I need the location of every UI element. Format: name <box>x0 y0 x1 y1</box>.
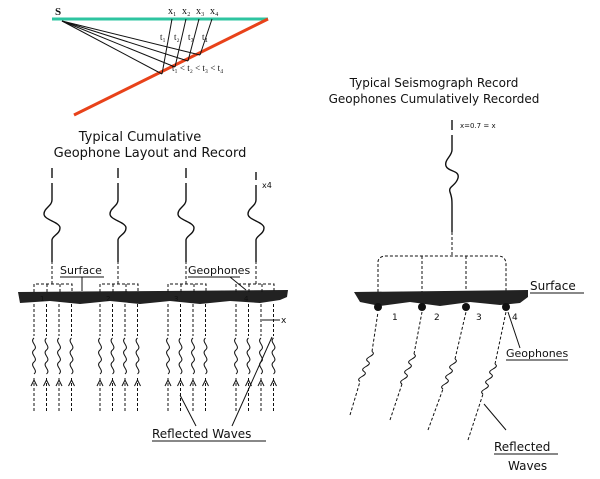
oblique-wave-wiggle <box>481 363 497 395</box>
geophone-number: 2 <box>434 313 440 323</box>
left-title-line1: Typical Cumulative <box>78 130 202 145</box>
wave-arrowhead <box>202 378 209 387</box>
left-reflected-label: Reflected Waves <box>152 427 251 441</box>
receiver-label-3: x₃ <box>196 6 205 17</box>
ray-paths <box>61 18 213 75</box>
right-trace <box>444 120 459 232</box>
left-ground <box>18 290 288 304</box>
right-panel: Typical Seismograph Record Geophones Cum… <box>329 76 584 473</box>
trace-4 <box>247 172 265 262</box>
left-geophones-label: Geophones <box>188 264 250 277</box>
right-title-line2: Geophones Cumulatively Recorded <box>329 92 540 106</box>
oblique-wave-shaft <box>494 311 507 365</box>
wave-wiggle <box>166 337 170 375</box>
wave-arrowhead <box>270 378 277 387</box>
left-group-number: 4 <box>244 295 249 303</box>
right-surface-label: Surface <box>530 279 576 293</box>
wave-arrowhead <box>68 378 75 387</box>
wave-arrowhead <box>134 378 141 387</box>
wave-wiggle <box>69 337 74 375</box>
left-group-number: 2 <box>106 295 110 303</box>
left-surface-label: Surface <box>60 264 102 277</box>
wave-wiggle <box>178 337 183 375</box>
wave-wiggle <box>98 337 102 375</box>
wave-wiggle <box>191 337 195 375</box>
trace-2 <box>109 168 127 262</box>
oblique-wave-shaft <box>413 311 423 355</box>
time-label-4: t₄ <box>202 32 208 42</box>
wave-arrowhead <box>55 378 63 387</box>
left-group-connectors <box>33 262 275 292</box>
wave-arrowhead <box>30 378 38 387</box>
right-title-line1: Typical Seismograph Record <box>349 76 519 90</box>
oblique-wave-wiggle <box>441 358 457 390</box>
geophone-dot <box>418 303 426 311</box>
wave-arrowhead <box>109 378 116 387</box>
time-label-3: t₃ <box>188 32 194 42</box>
geophone-number: 1 <box>392 313 398 323</box>
wave-arrowhead <box>177 378 184 387</box>
time-label-1: t₁ <box>160 32 166 42</box>
ray-diagram: S x₁ x₂ x₃ x₄ t₁ t₂ t₃ t₄ t₁ < t₂ < t₃ <… <box>52 6 269 117</box>
wave-wiggle <box>32 337 36 375</box>
right-incoming-waves <box>349 311 507 441</box>
geophone-dot <box>462 303 470 311</box>
wave-wiggle <box>259 337 263 375</box>
source-label: S <box>55 6 61 18</box>
wave-arrowhead <box>189 378 197 387</box>
wave-wiggle <box>203 337 208 375</box>
left-group-number: 1 <box>40 295 44 303</box>
right-geophones-label: Geophones <box>506 347 568 360</box>
wave-arrowhead <box>232 378 240 387</box>
wave-wiggle <box>123 337 127 375</box>
wave-arrowhead <box>257 378 265 387</box>
reflector-line <box>73 17 269 117</box>
wave-wiggle <box>234 337 238 375</box>
geophone-number: 4 <box>512 313 518 323</box>
left-trace-label: x4 <box>262 181 272 190</box>
right-ground <box>354 290 528 306</box>
left-group-numbers: 1 2 3 4 <box>40 295 249 303</box>
right-reflected-line2: Waves <box>508 459 547 473</box>
oblique-wave-shaft <box>371 311 379 352</box>
receiver-label-4: x₄ <box>210 6 219 17</box>
time-relation: t₁ < t₂ < t₃ < t₄ <box>172 63 223 73</box>
wave-wiggle <box>271 337 276 375</box>
wave-wiggle <box>44 337 49 375</box>
wave-wiggle <box>246 337 251 375</box>
left-incoming-waves <box>30 304 277 412</box>
right-geophones: 1 2 3 4 <box>374 303 518 323</box>
receiver-label-2: x₂ <box>182 6 191 17</box>
right-trace-label: x=0.7 = x <box>460 122 496 130</box>
wave-arrowhead <box>43 378 50 387</box>
oblique-wave-wiggle <box>358 351 374 382</box>
oblique-wave-shaft <box>467 393 484 441</box>
wave-arrowhead <box>96 378 104 387</box>
left-title-line2: Geophone Layout and Record <box>54 146 247 161</box>
right-reflected-line1: Reflected <box>494 440 550 454</box>
left-offset-label: x <box>281 316 287 326</box>
geophone-dot <box>502 303 510 311</box>
oblique-wave-wiggle <box>400 353 416 385</box>
wave-wiggle <box>57 337 61 375</box>
wave-wiggle <box>135 337 140 375</box>
oblique-wave-shaft <box>349 381 361 416</box>
left-traces <box>43 168 265 262</box>
oblique-wave-shaft <box>389 383 403 421</box>
wave-arrowhead <box>121 378 129 387</box>
oblique-wave-shaft <box>427 388 444 431</box>
left-group-number: 3 <box>174 295 178 303</box>
wave-arrowhead <box>164 378 172 387</box>
receiver-label-1: x₁ <box>168 6 177 17</box>
left-panel: Typical Cumulative Geophone Layout and R… <box>18 130 288 442</box>
wave-wiggle <box>110 337 115 375</box>
geophone-dot <box>374 303 382 311</box>
trace-1 <box>43 168 61 262</box>
trace-3 <box>177 168 195 262</box>
right-connectors <box>377 232 507 292</box>
geophone-number: 3 <box>476 313 482 323</box>
time-label-2: t₂ <box>174 32 180 42</box>
oblique-wave-shaft <box>454 311 467 360</box>
